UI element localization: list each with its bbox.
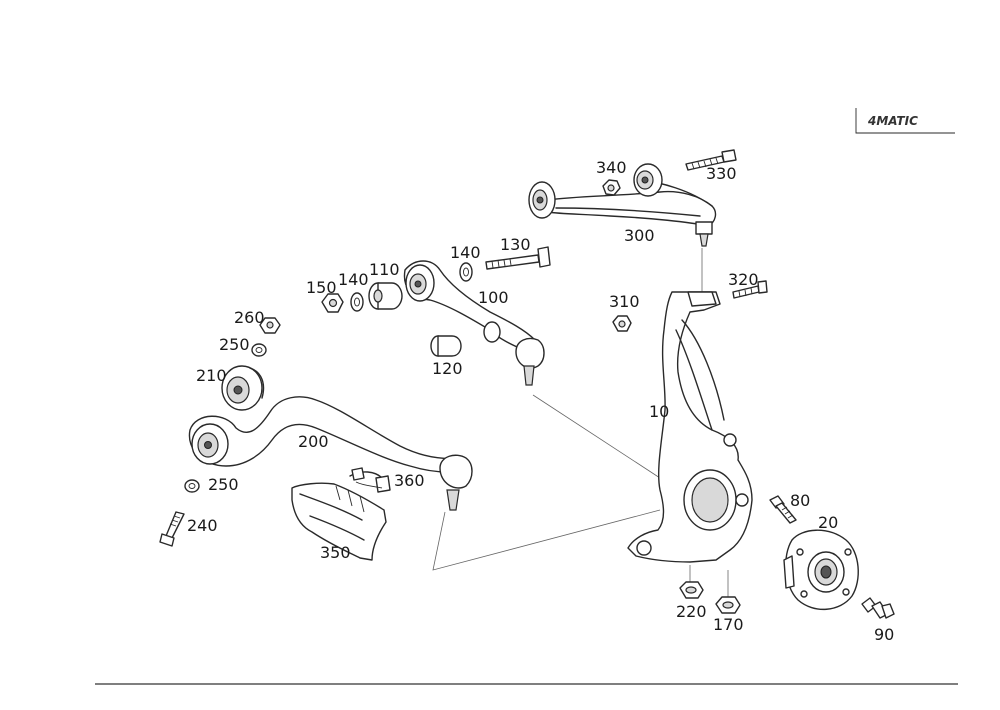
cover-350 [291,482,387,561]
control-arm-100 [403,260,545,386]
label-150: 150 [306,278,337,297]
bushing-210 [221,365,265,411]
wheel-hub-20 [783,529,859,611]
label-100: 100 [478,288,509,307]
label-300: 300 [624,226,655,245]
nut-260 [259,317,281,334]
badge-text: 4MATIC [867,114,918,128]
steering-knuckle-10 [627,291,753,563]
washer-140-upper [459,262,473,282]
washer-250-upper [251,343,267,357]
upper-control-arm-300 [528,163,717,247]
label-110: 110 [369,260,400,279]
assembly-lines [432,248,729,598]
label-140-upper: 140 [450,243,481,262]
label-80: 80 [790,491,810,510]
label-220: 220 [676,602,707,621]
label-120: 120 [432,359,463,378]
label-90: 90 [874,625,894,644]
bolt-240 [159,511,185,547]
nut-150 [321,293,344,313]
nut-340 [602,179,621,196]
label-310: 310 [609,292,640,311]
label-240: 240 [187,516,218,535]
label-340: 340 [596,158,627,177]
label-10: 10 [649,402,669,421]
label-360: 360 [394,471,425,490]
label-200: 200 [298,432,329,451]
nut-220 [679,581,704,599]
bushing-110 [368,282,403,310]
label-350: 350 [320,543,351,562]
bolt-320 [732,280,768,299]
4matic-badge: 4MATIC [855,108,955,134]
bolt-90 [861,597,895,619]
sensor-360 [349,467,391,493]
nut-170 [715,596,741,614]
label-140-lower: 140 [338,270,369,289]
label-170: 170 [713,615,744,634]
bolt-330 [685,149,737,171]
nut-310 [612,315,632,332]
washer-250-lower [184,479,200,493]
label-210: 210 [196,366,227,385]
bolt-80 [769,495,797,524]
label-130: 130 [500,235,531,254]
label-320: 320 [728,270,759,289]
label-20: 20 [818,513,838,532]
wishbone-200 [188,396,473,511]
label-260: 260 [234,308,265,327]
bushing-120 [430,335,462,357]
label-250-upper: 250 [219,335,250,354]
label-330: 330 [706,164,737,183]
bolt-130 [485,246,551,270]
washer-140-lower [350,292,364,312]
part-labels: 330 340 300 130 140 140 150 110 100 120 … [187,158,894,644]
label-250-lower: 250 [208,475,239,494]
